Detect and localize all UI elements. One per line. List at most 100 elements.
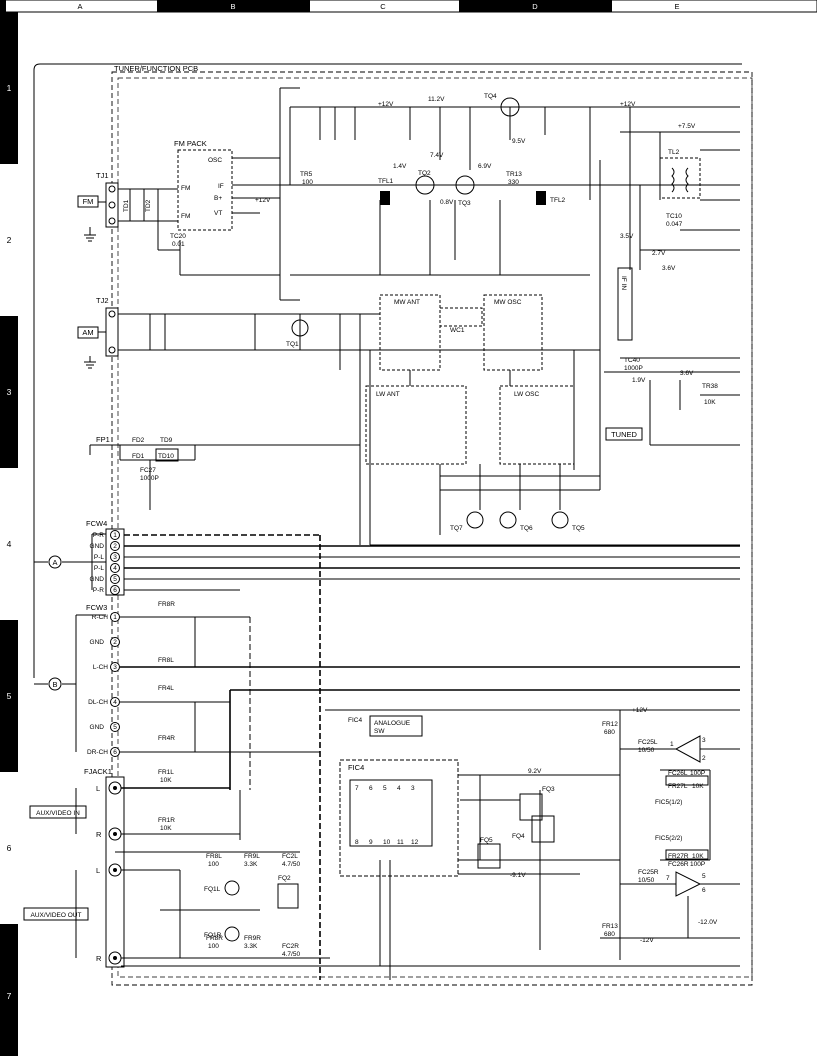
fcw4-wiring bbox=[124, 534, 740, 980]
svg-text:1: 1 bbox=[113, 614, 117, 621]
svg-text:TC40: TC40 bbox=[624, 357, 640, 364]
svg-text:6: 6 bbox=[113, 749, 117, 756]
svg-text:TD9: TD9 bbox=[160, 437, 173, 444]
svg-text:7.4V: 7.4V bbox=[430, 152, 444, 159]
svg-text:MW ANT: MW ANT bbox=[394, 299, 420, 306]
svg-text:FC2R: FC2R bbox=[282, 943, 299, 950]
tj2-connector: TJ2 AM bbox=[77, 296, 119, 369]
svg-text:2: 2 bbox=[702, 755, 706, 762]
svg-text:0.047: 0.047 bbox=[666, 221, 683, 228]
svg-text:3: 3 bbox=[411, 785, 415, 792]
fic5b-opamp: 5 6 7 FIC5(2/2) bbox=[655, 835, 706, 897]
svg-text:1000P: 1000P bbox=[140, 475, 159, 482]
svg-text:VT: VT bbox=[214, 210, 222, 217]
fcw3-wiring bbox=[120, 616, 740, 790]
svg-text:TD1: TD1 bbox=[123, 199, 130, 212]
col-label-b: B bbox=[230, 2, 235, 11]
svg-text:7: 7 bbox=[666, 875, 670, 882]
svg-text:6.9V: 6.9V bbox=[478, 163, 492, 170]
row-label-1: 1 bbox=[7, 83, 12, 93]
svg-text:100: 100 bbox=[208, 861, 219, 868]
border-top: A B C D E bbox=[0, 0, 817, 13]
svg-text:FQ4: FQ4 bbox=[512, 833, 525, 840]
svg-text:10K: 10K bbox=[692, 853, 704, 860]
mw-ant-block: MW ANT bbox=[379, 294, 441, 371]
tq4-transistor: TQ4 bbox=[484, 93, 520, 117]
top-rail bbox=[280, 87, 740, 490]
svg-text:FR8L: FR8L bbox=[206, 853, 222, 860]
tq7-transistor: TQ7 bbox=[450, 511, 484, 532]
row-label-6: 6 bbox=[7, 843, 12, 853]
fm-pack-label: FM PACK bbox=[174, 139, 207, 148]
svg-text:FC26R: FC26R bbox=[668, 861, 689, 868]
svg-text:2: 2 bbox=[113, 543, 117, 550]
tq3-transistor: TQ3 bbox=[455, 175, 475, 207]
svg-text:P-L: P-L bbox=[94, 565, 105, 572]
svg-text:3: 3 bbox=[702, 737, 706, 744]
svg-text:4: 4 bbox=[113, 565, 117, 572]
svg-text:AUX/VIDEO IN: AUX/VIDEO IN bbox=[36, 810, 80, 817]
svg-text:9.2V: 9.2V bbox=[528, 768, 542, 775]
svg-text:TQ7: TQ7 bbox=[450, 525, 463, 532]
svg-text:P-R: P-R bbox=[93, 587, 105, 594]
svg-text:2.7V: 2.7V bbox=[652, 250, 666, 257]
svg-text:TQ1: TQ1 bbox=[286, 341, 299, 348]
svg-text:FQ3: FQ3 bbox=[542, 786, 555, 793]
svg-text:4.7/50: 4.7/50 bbox=[282, 861, 300, 868]
svg-text:FR1L: FR1L bbox=[158, 769, 174, 776]
svg-text:L: L bbox=[96, 866, 100, 875]
svg-text:TQ5: TQ5 bbox=[572, 525, 585, 532]
svg-text:10K: 10K bbox=[160, 777, 172, 784]
svg-text:100: 100 bbox=[208, 943, 219, 950]
tq5-transistor: TQ5 bbox=[551, 511, 585, 532]
svg-text:FR9L: FR9L bbox=[244, 853, 260, 860]
svg-text:FR27L: FR27L bbox=[668, 783, 688, 790]
svg-text:100: 100 bbox=[302, 179, 313, 186]
svg-text:TQ3: TQ3 bbox=[458, 200, 471, 207]
svg-text:FR8R: FR8R bbox=[158, 601, 175, 608]
border-left: 1 2 3 4 5 6 7 bbox=[0, 12, 18, 1056]
svg-text:12: 12 bbox=[411, 839, 419, 846]
svg-text:FC25L: FC25L bbox=[638, 739, 658, 746]
svg-text:TC10: TC10 bbox=[666, 213, 682, 220]
tuned-label: TUNED bbox=[605, 427, 643, 441]
svg-text:P-L: P-L bbox=[94, 554, 105, 561]
fcw3-connector: FCW3 1 2 3 4 5 6 R-CH GND L-CH DL-CH GND… bbox=[86, 603, 120, 757]
fq2-block: FQ2 bbox=[277, 875, 299, 909]
svg-text:3.6V: 3.6V bbox=[662, 265, 676, 272]
fic4-chip: FIC4 7 6 5 4 3 8 9 10 11 12 bbox=[348, 763, 433, 847]
svg-text:SW: SW bbox=[374, 728, 385, 735]
svg-text:GND: GND bbox=[90, 543, 105, 550]
svg-text:1000P: 1000P bbox=[624, 365, 643, 372]
svg-text:FQ1R: FQ1R bbox=[204, 932, 222, 939]
svg-text:10: 10 bbox=[383, 839, 391, 846]
svg-text:3: 3 bbox=[113, 664, 117, 671]
svg-text:FIC5(2/2): FIC5(2/2) bbox=[655, 835, 682, 842]
am-input-wiring bbox=[118, 313, 600, 370]
svg-text:FC25R: FC25R bbox=[638, 869, 659, 876]
analogue-sw-label: FIC4 ANALOGUE SW bbox=[348, 715, 423, 737]
svg-text:11: 11 bbox=[397, 839, 404, 846]
fic5-wiring bbox=[600, 710, 740, 960]
svg-text:IF IN: IF IN bbox=[620, 276, 627, 290]
tq2-transistor: TQ2 bbox=[415, 170, 435, 195]
svg-text:1: 1 bbox=[113, 532, 117, 539]
svg-text:10K: 10K bbox=[692, 783, 704, 790]
svg-text:R: R bbox=[96, 954, 102, 963]
svg-text:B+: B+ bbox=[214, 195, 222, 202]
fq3-block: FQ3 bbox=[519, 786, 555, 821]
svg-text:-12.0V: -12.0V bbox=[698, 919, 718, 926]
svg-text:100P: 100P bbox=[690, 861, 705, 868]
svg-text:3: 3 bbox=[113, 554, 117, 561]
row-label-2: 2 bbox=[7, 235, 12, 245]
fm-input-label: FM bbox=[83, 197, 94, 206]
svg-text:+12V: +12V bbox=[632, 707, 648, 714]
tq6-transistor: TQ6 bbox=[499, 511, 533, 532]
tq1-transistor: TQ1 bbox=[286, 319, 309, 348]
svg-text:3.5V: 3.5V bbox=[620, 233, 634, 240]
svg-text:FR27R: FR27R bbox=[668, 853, 689, 860]
svg-text:FQ2: FQ2 bbox=[278, 875, 291, 882]
col-label-e: E bbox=[674, 2, 679, 11]
fm-input-wiring bbox=[118, 188, 280, 276]
